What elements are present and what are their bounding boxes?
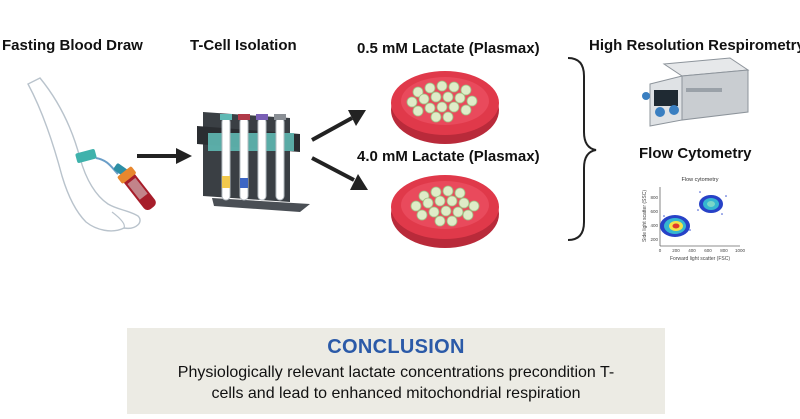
blood-draw-title: Fasting Blood Draw xyxy=(2,37,143,54)
arrow-to-low-lactate xyxy=(311,110,366,142)
flow-y-tick: 800 xyxy=(650,195,658,200)
flow-y-tick: 200 xyxy=(650,237,658,242)
isolation-title: T-Cell Isolation xyxy=(190,37,297,54)
conclusion-title: CONCLUSION xyxy=(327,336,465,358)
flow-x-tick: 200 xyxy=(672,248,680,253)
conclusion-line-2: cells and lead to enhanced mitochondrial… xyxy=(211,385,581,402)
isolation-rack-icon xyxy=(197,112,310,212)
arrow-draw-to-isolation xyxy=(137,148,192,164)
flow-title: Flow Cytometry xyxy=(639,145,752,162)
flow-y-tick: 400 xyxy=(650,223,658,228)
flow-x-tick: 600 xyxy=(704,248,712,253)
arrow-to-high-lactate xyxy=(311,156,368,190)
flow-cytometry-plot: Flow cytometry 0 200 400 600 800 1000 20… xyxy=(642,177,746,262)
respirometry-title: High Resolution Respirometry xyxy=(589,37,800,54)
workflow-illustration: Flow cytometry 0 200 400 600 800 1000 20… xyxy=(27,57,750,262)
flow-plot-title: Flow cytometry xyxy=(682,177,719,183)
flow-x-tick: 1000 xyxy=(735,248,746,253)
lactate-low-title: 0.5 mM Lactate (Plasmax) xyxy=(357,40,540,57)
flow-x-tick: 800 xyxy=(720,248,728,253)
petri-dish-low-icon xyxy=(391,71,499,144)
conclusion-text: Physiologically relevant lactate concent… xyxy=(127,362,665,404)
conclusion-line-1: Physiologically relevant lactate concent… xyxy=(177,364,615,381)
flow-x-tick: 400 xyxy=(688,248,696,253)
flow-y-tick: 600 xyxy=(650,209,658,214)
lactate-high-title: 4.0 mM Lactate (Plasmax) xyxy=(357,148,540,165)
respirometer-icon xyxy=(642,57,750,127)
flow-x-tick: 0 xyxy=(659,248,662,253)
flow-y-label: Side light scatter (SSC) xyxy=(642,190,648,242)
grouping-brace xyxy=(567,57,597,241)
petri-dish-high-icon xyxy=(391,175,499,248)
conclusion-box: CONCLUSION Physiologically relevant lact… xyxy=(127,328,665,414)
arm-blood-draw-icon xyxy=(27,77,156,232)
flow-x-label: Forward light scatter (FSC) xyxy=(670,256,730,262)
